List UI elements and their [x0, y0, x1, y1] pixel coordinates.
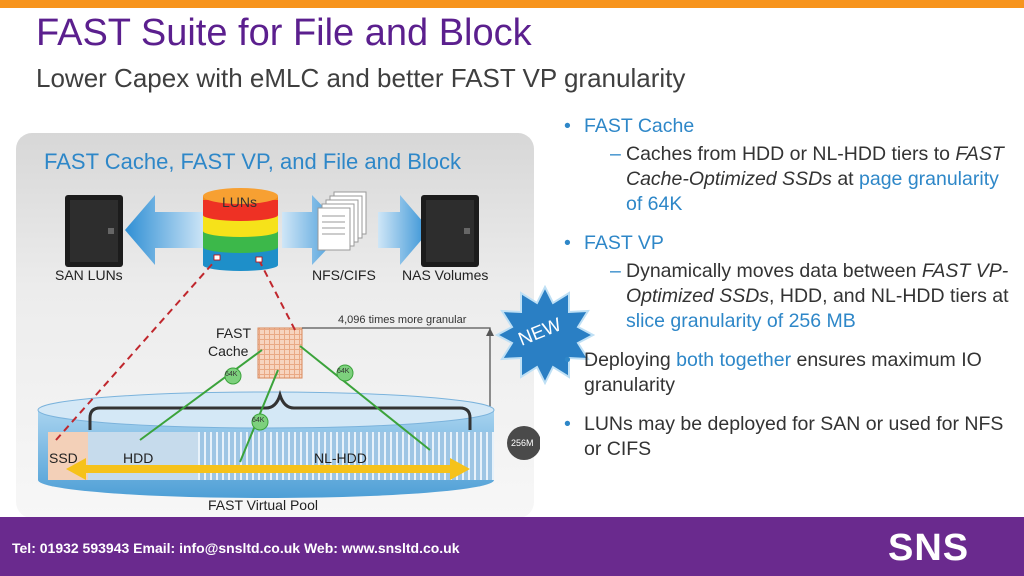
ssd-to-lun-link: [55, 261, 215, 441]
sub-bullet-fast-vp: Dynamically moves data between FAST VP-O…: [584, 259, 1015, 334]
nfs-cifs-label: NFS/CIFS: [312, 267, 376, 283]
bullet-list: FAST Cache Caches from HDD or NL-HDD tie…: [560, 114, 1015, 476]
cache-to-lun-link: [259, 261, 296, 331]
nas-server-icon: [421, 195, 479, 267]
top-accent-bar: [0, 0, 1024, 8]
san-server-icon: [65, 195, 123, 267]
lun-cylinder-icon: [203, 188, 278, 271]
pool-label: FAST Virtual Pool: [208, 497, 318, 513]
diagram-title: FAST Cache, FAST VP, and File and Block: [44, 149, 462, 174]
nfs-arrow: [282, 195, 345, 265]
fast-cache-label-2: Cache: [208, 343, 249, 359]
nl-hdd-tier-label: NL-HDD: [314, 450, 367, 466]
brace: [88, 389, 472, 430]
san-arrow: [125, 195, 205, 265]
ssd-tier-label: SSD: [49, 450, 78, 466]
footer-contact: Tel: 01932 593943 Email: info@snsltd.co.…: [12, 540, 460, 556]
bullet-fast-vp: FAST VP Dynamically moves data between F…: [560, 231, 1015, 334]
fast-suite-diagram: [37, 188, 540, 498]
sub-bullet-fast-cache: Caches from HDD or NL-HDD tiers to FAST …: [584, 142, 1015, 217]
sns-logo: SNS: [888, 527, 970, 569]
slice-256m-label: 256M: [511, 438, 534, 448]
bullet-luns: LUNs may be deployed for SAN or used for…: [560, 412, 1015, 462]
document-stack-icon: [317, 191, 367, 251]
slide-subtitle: Lower Capex with eMLC and better FAST VP…: [36, 63, 686, 93]
footer-bar: [0, 517, 1024, 576]
fast-cache-label-1: FAST: [216, 325, 252, 341]
fast-cache-block: [257, 327, 303, 379]
nas-arrow: [378, 195, 430, 265]
page-chips: [224, 364, 354, 431]
granular-note: 4,096 times more granular: [338, 314, 467, 326]
hdd-tier-label: HDD: [123, 450, 154, 466]
luns-label: LUNs: [222, 194, 258, 210]
slide-title: FAST Suite for File and Block: [36, 12, 532, 54]
san-luns-label: SAN LUNs: [55, 267, 123, 283]
chip-64k-2: 64K: [252, 417, 265, 424]
bullet-both-together: Deploying both together ensures maximum …: [560, 348, 1015, 398]
tier-double-arrow: [66, 458, 470, 480]
chip-64k-3: 64K: [337, 368, 350, 375]
bullet-fast-cache: FAST Cache Caches from HDD or NL-HDD tie…: [560, 114, 1015, 217]
chip-64k-1: 64K: [225, 371, 238, 378]
nas-volumes-label: NAS Volumes: [402, 267, 489, 283]
slice-chip: [507, 426, 540, 460]
